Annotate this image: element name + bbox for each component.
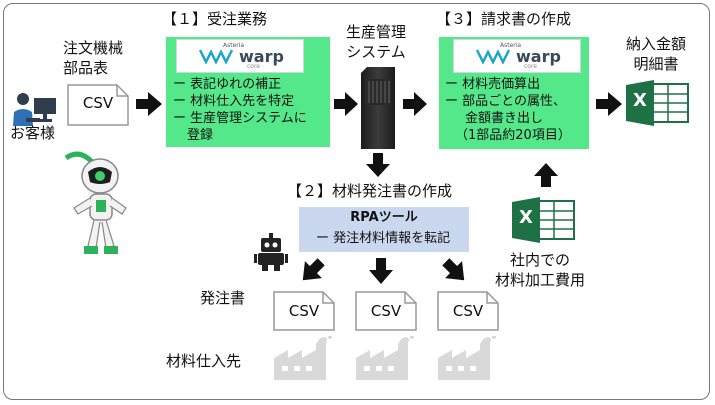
order-csv-doc-2: CSV — [355, 291, 417, 331]
step3-logo-sub: core — [524, 63, 537, 70]
arrow-to-step3 — [403, 92, 427, 116]
parts-list-csv-label: CSV — [82, 94, 114, 112]
purchase-order-label: 発注書 — [200, 289, 246, 307]
step3-bullet-3: 金額書き出し — [465, 111, 544, 126]
invoice-excel-icon — [626, 80, 689, 126]
step3-logo-product: warp — [516, 47, 561, 66]
order-csv-doc-1: CSV — [273, 291, 335, 331]
parts-list-csv-doc: CSV — [67, 84, 129, 126]
step3-bullet-2: ー 部品ごとの属性、 — [445, 94, 567, 109]
step1-title: 【１】受注業務 — [162, 10, 268, 28]
factory-icon-2 — [356, 336, 414, 380]
step1-bullet-3: ー 生産管理システムに — [173, 111, 307, 126]
supplier-label: 材料仕入先 — [166, 352, 242, 370]
step3-bullet-4: （1部品約20項目） — [455, 128, 571, 143]
arrow-to-order-1 — [302, 258, 325, 281]
customer-label: お客様 — [10, 124, 56, 142]
customer-pc-icon — [13, 93, 56, 126]
arrow-to-order-2 — [369, 258, 393, 284]
order-csv-doc-3: CSV — [437, 291, 499, 331]
step3-title: 【３】請求書の作成 — [436, 10, 572, 28]
internal-cost-label: 社内での 材料加工費用 — [495, 251, 586, 289]
arrow-to-step1 — [136, 92, 162, 116]
order-csv-label-2: CSV — [370, 302, 402, 320]
step2-title: 【２】材料発注書の作成 — [287, 182, 453, 200]
rpa-tool-bullet: ー 発注材料情報を転記 — [316, 231, 451, 246]
invoice-title: 納入金額 明細書 — [626, 35, 687, 73]
step1-bullet-4: 登録 — [187, 128, 214, 143]
rpa-tool-title: RPAツール — [350, 210, 418, 225]
server-icon — [361, 67, 395, 149]
step3-warp-logo: Asteria warp core — [453, 39, 581, 73]
arrow-to-step2 — [366, 153, 390, 177]
step3-bullet-1: ー 材料売価算出 — [445, 77, 541, 92]
parts-list-title: 注文機械 部品表 — [63, 39, 124, 77]
warp-logo-icon — [476, 49, 510, 64]
factory-icon-1 — [274, 336, 332, 380]
rpa-robot-icon — [254, 233, 288, 271]
step3-box: Asteria warp core ー 材料売価算出 ー 部品ごとの属性、 金額… — [439, 37, 589, 149]
internal-cost-excel-letter: X — [519, 207, 533, 228]
step1-warp-logo: Asteria warp core — [176, 39, 304, 73]
arrow-to-output — [596, 92, 622, 116]
arrow-to-order-3 — [442, 258, 465, 281]
outer-frame — [3, 3, 710, 400]
warp-logo-icon — [199, 49, 233, 64]
step1-bullet-1: ー 表記ゆれの補正 — [173, 77, 282, 92]
robot-mascot-icon — [64, 151, 127, 254]
step1-logo-brand: Asteria — [223, 42, 245, 49]
step1-logo-product: warp — [239, 47, 284, 66]
factory-icon-3 — [438, 336, 496, 380]
step3-logo-brand: Asteria — [500, 42, 522, 49]
invoice-excel-letter: X — [633, 90, 647, 111]
arrow-to-production — [334, 92, 358, 116]
order-csv-label-1: CSV — [288, 302, 320, 320]
production-system-title: 生産管理 システム — [346, 23, 407, 61]
order-csv-label-3: CSV — [452, 302, 484, 320]
internal-cost-excel-icon — [512, 197, 575, 243]
step1-logo-sub: core — [247, 63, 260, 70]
step1-bullet-2: ー 材料仕入先を特定 — [173, 94, 295, 109]
arrow-to-step3-up — [534, 163, 558, 187]
step1-box: Asteria warp core ー 表記ゆれの補正 ー 材料仕入先を特定 ー… — [166, 37, 330, 147]
rpa-tool-box: RPAツール ー 発注材料情報を転記 — [299, 207, 469, 252]
